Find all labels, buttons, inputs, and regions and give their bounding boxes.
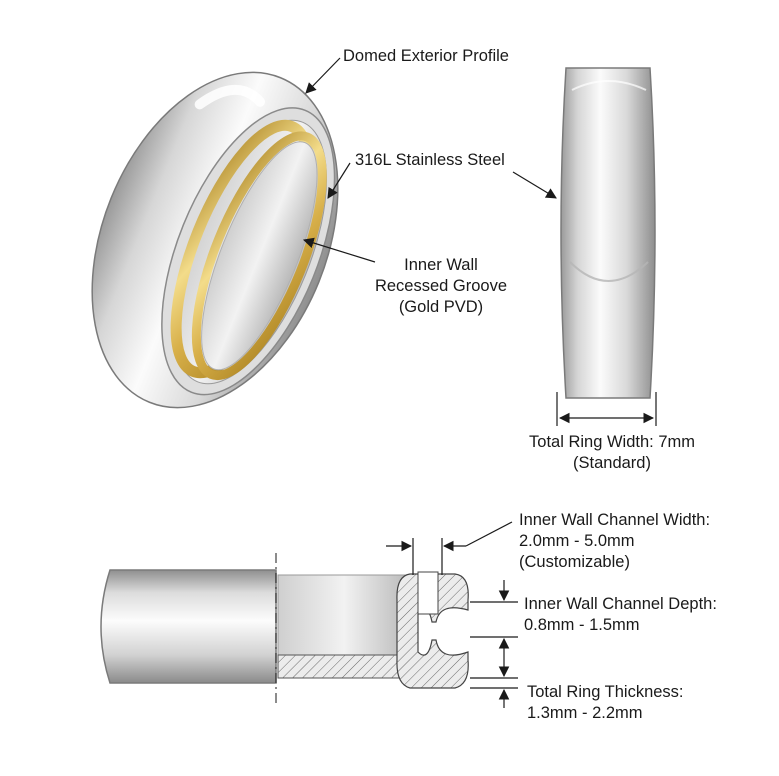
label-material: 316L Stainless Steel	[355, 151, 505, 169]
channel-depth-dimension	[470, 580, 518, 660]
label-inner-groove-line-1: Inner Wall	[404, 256, 478, 274]
label-thickness: Total Ring Thickness: 1.3mm - 2.2mm	[527, 682, 684, 724]
section-wall-hatch	[277, 654, 411, 679]
leader-material-side	[512, 171, 557, 199]
label-domed-profile: Domed Exterior Profile	[343, 47, 509, 65]
thickness-dimension	[470, 660, 518, 708]
label-thickness-line-1: Total Ring Thickness:	[527, 683, 684, 701]
label-total-width-line-1: Total Ring Width: 7mm	[529, 433, 695, 451]
label-channel-depth-line-1: Inner Wall Channel Depth:	[524, 595, 717, 613]
leader-domed-profile	[305, 57, 341, 94]
label-channel-width-line-1: Inner Wall Channel Width:	[519, 511, 711, 529]
leader-material	[327, 162, 351, 199]
label-total-width-line-2: (Standard)	[573, 454, 651, 472]
gold-groove-front	[191, 131, 327, 381]
label-thickness-line-2: 1.3mm - 2.2mm	[527, 704, 643, 722]
channel-width-dimension	[386, 521, 513, 575]
label-channel-width-line-3: (Customizable)	[519, 553, 630, 571]
side-view-ring	[560, 67, 656, 399]
angled-ring-view	[91, 71, 339, 409]
label-channel-depth: Inner Wall Channel Depth: 0.8mm - 1.5mm	[524, 594, 717, 636]
label-channel-width: Inner Wall Channel Width: 2.0mm - 5.0mm …	[519, 510, 710, 573]
cross-section-view	[100, 553, 469, 706]
label-inner-groove-line-2: Recessed Groove	[374, 277, 508, 295]
label-inner-groove: Inner Wall Recessed Groove (Gold PVD)	[366, 255, 516, 318]
label-channel-width-line-2: 2.0mm - 5.0mm	[519, 532, 635, 550]
label-inner-groove-line-3: (Gold PVD)	[398, 298, 484, 316]
leader-inner-groove	[302, 237, 376, 263]
width-dimension	[556, 392, 657, 426]
label-total-width: Total Ring Width: 7mm (Standard)	[512, 432, 712, 474]
label-channel-depth-line-2: 0.8mm - 1.5mm	[524, 616, 640, 634]
section-profile-hatch	[396, 573, 469, 689]
